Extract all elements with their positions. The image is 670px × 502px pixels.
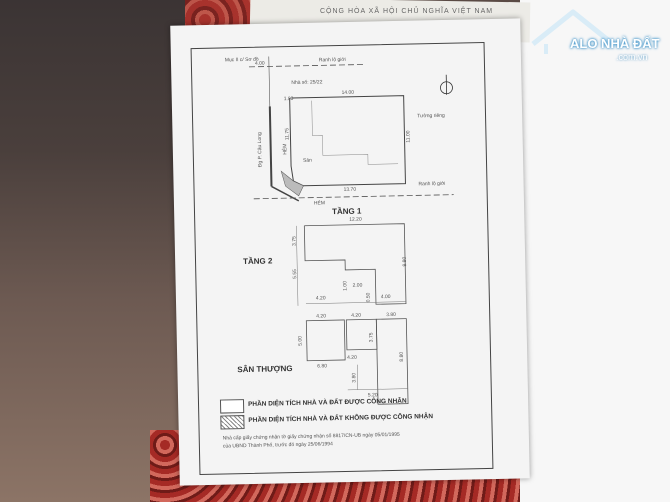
- floor2-dim-e: 2.00: [352, 282, 363, 289]
- right-dim: 11.00: [405, 130, 412, 143]
- floor3-dim-h: 3.80: [351, 372, 358, 383]
- floor3-dim-i: 8.80: [398, 351, 406, 362]
- plan-lines: [248, 56, 454, 405]
- floor2-dim-d: 1.00: [342, 280, 349, 291]
- dark-background: [0, 0, 200, 502]
- floor3-dim-f: 4.20: [347, 354, 357, 361]
- alley-bottom-label: HẺM: [313, 200, 326, 207]
- floor2-dim-f: 0.50: [365, 292, 372, 303]
- left-dim-b: 11.75: [284, 127, 291, 141]
- floor3-dim-g: 6.80: [317, 363, 328, 370]
- white-surface: [520, 0, 670, 502]
- roof-title: SÂN THƯỢNG: [237, 364, 293, 375]
- floor3-dim-e: 3.75: [368, 332, 375, 343]
- house-logo-icon: [531, 9, 615, 54]
- watermark-logo: ALO NHÀ ĐẤT .com.vn: [528, 4, 668, 64]
- top-boundary-label: Ranh lộ giới: [318, 56, 346, 64]
- street-label: Đg P. Câu Long: [256, 132, 264, 168]
- watermark-url: .com.vn: [616, 52, 648, 62]
- floor1-title: TẦNG 1: [331, 206, 362, 217]
- back-document-header: CỘNG HÒA XÃ HỘI CHỦ NGHĨA VIỆT NAM: [320, 8, 494, 15]
- floor2-dim-g: 4.00: [380, 293, 391, 301]
- floor3-dim-d: 5.00: [297, 335, 304, 346]
- legend-swatch-not-recognized: [220, 415, 245, 430]
- bottom-boundary-label: Ranh lộ giới: [418, 180, 446, 188]
- watermark-brand: ALO NHÀ ĐẤT: [570, 36, 660, 51]
- floor2-dim-a: 3.75: [291, 236, 298, 246]
- floor2-dim-c: 4.20: [315, 295, 326, 302]
- legend-swatch-recognized: [219, 399, 245, 414]
- floor3-dim-b: 4.20: [351, 312, 362, 319]
- width-top: 14.00: [341, 89, 355, 96]
- floor3-dim-c: 3.80: [386, 311, 397, 319]
- floor2-dim-b: 5.55: [292, 269, 299, 279]
- corner-label: Mục II c/ Sơ đồ: [224, 56, 259, 64]
- yard-label: Sân: [302, 157, 312, 164]
- floor2-width: 12.20: [349, 216, 362, 223]
- floor2-dim-h: 8.80: [401, 256, 409, 267]
- bottom-dimension: 13.70: [343, 186, 357, 193]
- floor2-title: TẦNG 2: [242, 256, 273, 267]
- floor3-dim-a: 4.20: [316, 313, 327, 320]
- wall-label: Tường riêng: [416, 112, 445, 120]
- floor-plan-drawing: Mục II c/ Sơ đồ 4.00 Ranh lộ giới Nhà số…: [191, 42, 492, 473]
- house-number: Nhà số: 25/22: [291, 79, 323, 87]
- top-dimension: 4.00: [254, 60, 265, 67]
- left-dim-a: 1.00: [283, 95, 294, 103]
- alley-side-label: HẺM: [282, 143, 289, 155]
